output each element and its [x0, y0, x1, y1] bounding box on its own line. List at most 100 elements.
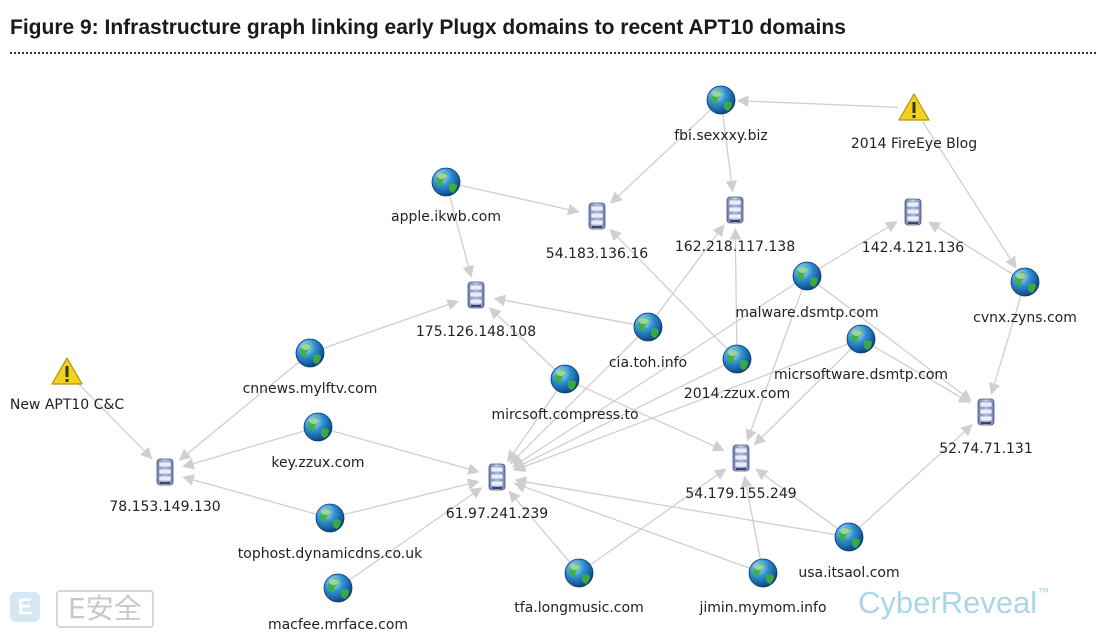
node-label-micrsoftware: micrsoftware.dsmtp.com	[774, 367, 948, 383]
node-macfee[interactable]: macfee.mrface.com	[268, 573, 408, 633]
title-divider	[10, 52, 1096, 54]
cyberreveal-logo-text: CyberReveal	[858, 585, 1038, 620]
node-label-ip175: 175.126.148.108	[416, 324, 536, 340]
warning-icon	[51, 357, 83, 385]
node-label-ip142: 142.4.121.136	[862, 240, 965, 256]
edge-key-ip78	[182, 430, 305, 470]
figure-title: Figure 9: Infrastructure graph linking e…	[10, 16, 846, 39]
node-zzux2014[interactable]: 2014.zzux.com	[684, 344, 790, 402]
node-tfa[interactable]: tfa.longmusic.com	[514, 558, 644, 616]
node-fbi[interactable]: fbi.sexxxy.biz	[674, 85, 768, 144]
node-apple[interactable]: apple.ikwb.com	[391, 167, 501, 225]
node-label-ip54179: 54.179.155.249	[685, 486, 796, 502]
node-label-ip162: 162.218.117.138	[675, 239, 795, 255]
globe-icon	[834, 522, 864, 552]
edge-cvnx-ip142	[928, 221, 1014, 276]
globe-icon	[792, 261, 822, 291]
edge-newapt-ip78	[77, 382, 153, 460]
graph-edges	[77, 95, 1022, 581]
cyberreveal-logo-tm: ™	[1037, 585, 1050, 599]
edge-cnnews-ip78	[178, 361, 300, 461]
edge-malware-ip142	[818, 221, 898, 270]
edge-mircsoft-ip54179	[577, 384, 725, 452]
edge-jimin-ip54179	[740, 475, 762, 560]
edge-cvnx-ip52	[988, 295, 1022, 395]
node-tophost[interactable]: tophost.dynamicdns.co.uk	[238, 503, 423, 562]
edge-tophost-ip61	[343, 478, 480, 516]
edge-tfa-ip61	[508, 490, 571, 563]
warning-icon	[898, 93, 930, 121]
node-newapt[interactable]: New APT10 C&C	[10, 357, 125, 413]
node-cia[interactable]: cia.toh.info	[609, 312, 687, 371]
edge-micrsoftware-ip61	[513, 343, 849, 473]
node-micrsoftware[interactable]: micrsoftware.dsmtp.com	[774, 324, 948, 383]
node-cnnews[interactable]: cnnews.mylftv.com	[243, 338, 378, 397]
edge-key-ip61	[331, 430, 480, 475]
globe-icon	[550, 364, 580, 394]
edge-cia-ip61	[509, 336, 639, 465]
server-icon	[156, 458, 174, 486]
edge-malware-ip52	[817, 283, 972, 402]
edge-usa-ip61	[514, 476, 836, 536]
server-icon	[588, 202, 606, 230]
node-label-apple: apple.ikwb.com	[391, 209, 501, 225]
node-label-cvnx: cvnx.zyns.com	[973, 310, 1077, 326]
node-key[interactable]: key.zzux.com	[271, 412, 365, 471]
node-label-zzux2014: 2014.zzux.com	[684, 386, 790, 402]
node-label-ip61: 61.97.241.239	[446, 506, 548, 522]
globe-icon	[295, 338, 325, 368]
edge-cnnews-ip175	[323, 299, 460, 349]
edge-usa-ip52	[858, 424, 973, 529]
edge-apple-ip175	[448, 195, 475, 278]
globe-icon	[633, 312, 663, 342]
edge-zzux2014-ip61	[513, 364, 725, 470]
edge-tophost-ip78	[182, 474, 317, 515]
node-label-fireeye: 2014 FireEye Blog	[851, 136, 977, 152]
server-icon	[488, 463, 506, 491]
edge-fireeye-fbi	[736, 95, 899, 108]
node-malware[interactable]: malware.dsmtp.com	[735, 261, 879, 321]
edge-zzux2014-ip162	[729, 227, 742, 346]
node-ip52[interactable]: 52.74.71.131	[939, 398, 1033, 457]
server-icon	[467, 281, 485, 309]
edge-cia-ip175	[493, 294, 635, 326]
edge-apple-ip54183	[459, 184, 580, 216]
server-icon	[732, 444, 750, 472]
node-label-tophost: tophost.dynamicdns.co.uk	[238, 546, 423, 562]
esecurity-watermark: E E安全	[10, 588, 170, 632]
edge-mircsoft-ip175	[488, 307, 556, 370]
node-usa[interactable]: usa.itsaol.com	[798, 522, 900, 581]
node-label-mircsoft: mircsoft.compress.to	[491, 407, 638, 423]
edge-usa-ip54179	[755, 468, 839, 530]
node-ip54179[interactable]: 54.179.155.249	[685, 444, 797, 502]
node-ip142[interactable]: 142.4.121.136	[862, 198, 965, 256]
globe-icon	[564, 558, 594, 588]
node-jimin[interactable]: jimin.mymom.info	[698, 558, 827, 616]
node-label-cia: cia.toh.info	[609, 355, 687, 371]
edge-malware-ip61	[511, 283, 796, 468]
node-label-usa: usa.itsaol.com	[798, 565, 899, 581]
server-icon	[904, 198, 922, 226]
node-label-jimin: jimin.mymom.info	[698, 600, 826, 616]
node-label-fbi: fbi.sexxxy.biz	[674, 128, 768, 144]
edge-jimin-ip61	[513, 481, 751, 569]
globe-icon	[1010, 267, 1040, 297]
node-ip61[interactable]: 61.97.241.239	[446, 463, 548, 522]
node-fireeye[interactable]: 2014 FireEye Blog	[851, 93, 977, 152]
node-ip54183[interactable]: 54.183.136.16	[546, 202, 649, 262]
node-mircsoft[interactable]: mircsoft.compress.to	[491, 364, 639, 423]
globe-icon	[722, 344, 752, 374]
node-cvnx[interactable]: cvnx.zyns.com	[973, 267, 1077, 326]
node-ip175[interactable]: 175.126.148.108	[416, 281, 536, 340]
edge-mircsoft-ip61	[507, 390, 558, 463]
server-icon	[726, 196, 744, 224]
esecurity-watermark-text: E安全	[56, 590, 154, 628]
edge-malware-ip54179	[745, 288, 803, 442]
node-ip78[interactable]: 78.153.149.130	[109, 458, 221, 515]
globe-icon	[431, 167, 461, 197]
node-ip162[interactable]: 162.218.117.138	[675, 196, 795, 255]
globe-icon	[315, 503, 345, 533]
node-label-key: key.zzux.com	[271, 455, 364, 471]
node-label-ip78: 78.153.149.130	[109, 499, 220, 515]
